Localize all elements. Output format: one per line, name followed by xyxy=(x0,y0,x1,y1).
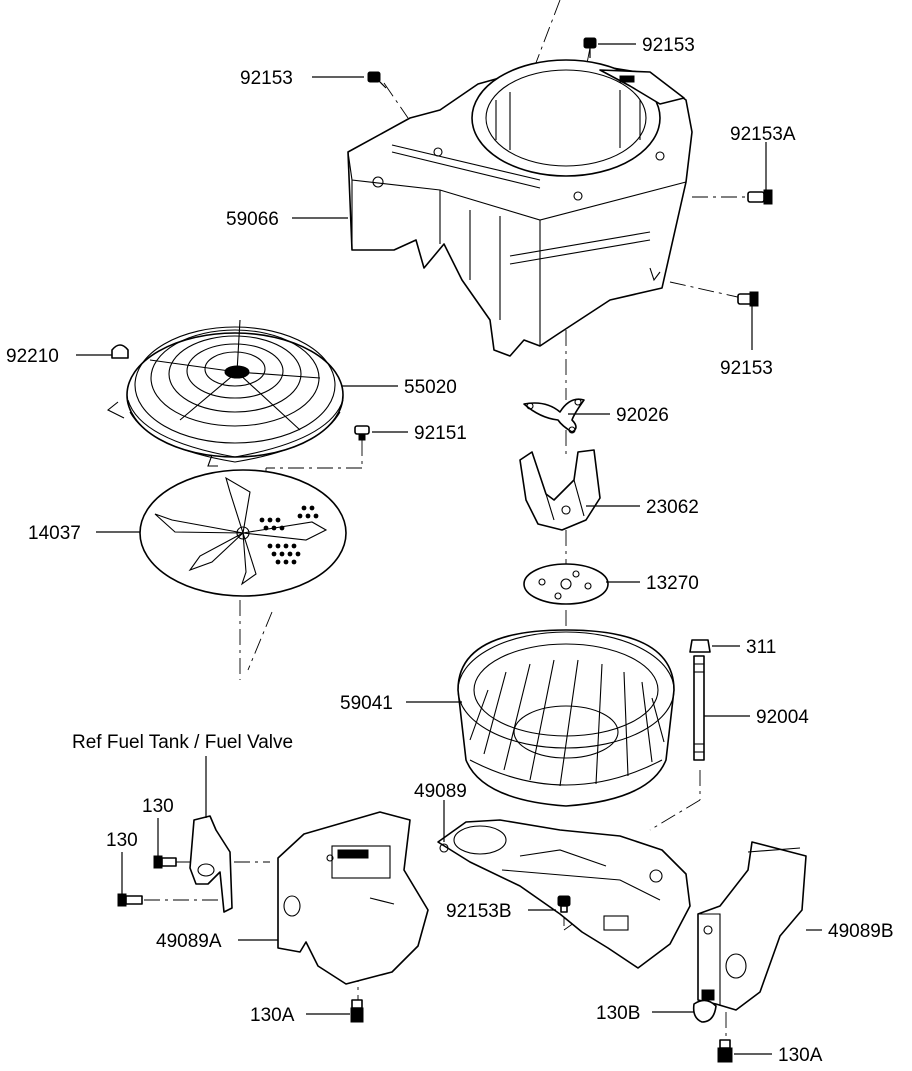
label-55020: 55020 xyxy=(404,377,457,398)
fuel-tank-bracket xyxy=(189,815,233,913)
bolt-130B-icon xyxy=(692,989,717,1023)
bracket-23062 xyxy=(519,449,601,531)
part-labels: 92153 92153 92153A 59066 92153 92210 550… xyxy=(6,35,894,1066)
bolt-92153-top-icon xyxy=(583,37,597,58)
nut-92210-icon xyxy=(111,344,129,359)
vent-holes xyxy=(259,505,319,565)
label-92153-lower: 92153 xyxy=(720,358,773,379)
bolt-130A-left-icon xyxy=(350,999,364,1023)
cooling-fan-59041 xyxy=(457,629,675,807)
label-49089A: 49089A xyxy=(156,931,222,952)
label-92153-left: 92153 xyxy=(240,68,293,89)
label-59041: 59041 xyxy=(340,693,393,714)
label-13270: 13270 xyxy=(646,573,699,594)
cover-49089A xyxy=(277,811,429,985)
bolt-130A-right-icon xyxy=(717,1039,733,1063)
blower-housing xyxy=(347,59,693,357)
stud-92004 xyxy=(693,655,705,761)
cover-plate-49089 xyxy=(437,819,691,969)
label-49089B: 49089B xyxy=(828,921,894,942)
label-130A-right: 130A xyxy=(778,1045,823,1066)
label-130B: 130B xyxy=(596,1003,640,1024)
label-23062: 23062 xyxy=(646,497,699,518)
bolt-92153A-icon xyxy=(747,189,773,205)
label-92153B: 92153B xyxy=(446,901,512,922)
label-92026: 92026 xyxy=(616,405,669,426)
holder-92026 xyxy=(523,398,585,434)
cover-49089B xyxy=(697,841,807,1011)
label-14037: 14037 xyxy=(28,523,81,544)
bolt-130-upper-icon xyxy=(153,855,177,869)
nut-311-icon xyxy=(689,639,711,653)
label-130-lower: 130 xyxy=(106,830,138,851)
bolt-92153-lower-icon xyxy=(737,291,759,307)
label-92153-top: 92153 xyxy=(642,35,695,56)
label-311: 311 xyxy=(746,637,776,658)
screen-plate-14037 xyxy=(139,469,347,597)
label-ref-fuel-tank: Ref Fuel Tank / Fuel Valve xyxy=(72,732,293,753)
label-49089: 49089 xyxy=(414,781,467,802)
leader-lines xyxy=(76,43,822,1055)
bolt-92153-left-icon xyxy=(367,71,387,89)
label-130-upper: 130 xyxy=(142,796,174,817)
screw-92151-icon xyxy=(354,425,370,441)
label-92210: 92210 xyxy=(6,346,59,367)
label-92151: 92151 xyxy=(414,423,467,444)
recoil-screen xyxy=(106,319,344,467)
bolt-130-lower-icon xyxy=(117,893,143,907)
plate-13270 xyxy=(523,563,609,605)
bolt-92153B-icon xyxy=(557,895,571,913)
label-59066: 59066 xyxy=(226,209,279,230)
label-92153A: 92153A xyxy=(730,124,796,145)
label-130A-left: 130A xyxy=(250,1005,295,1026)
label-92004: 92004 xyxy=(756,707,809,728)
